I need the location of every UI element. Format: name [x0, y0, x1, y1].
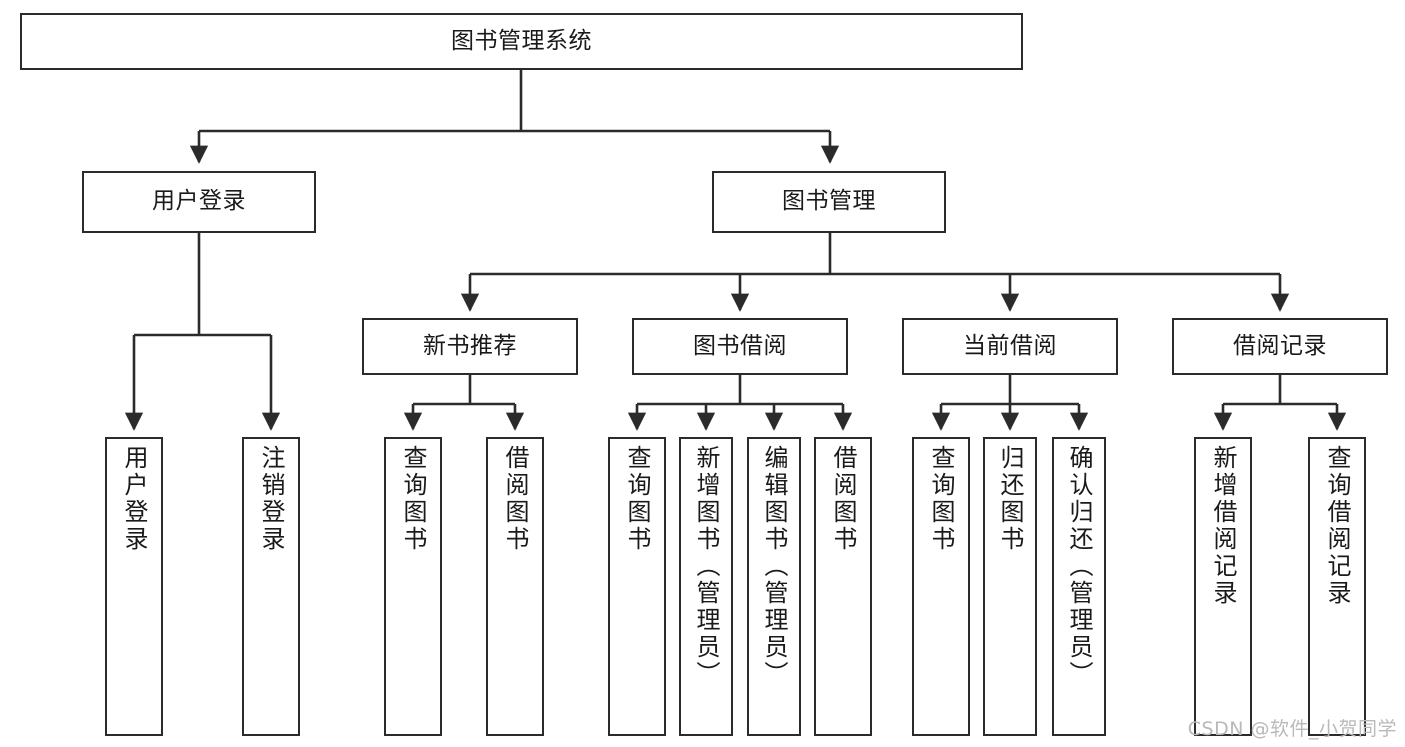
node-leaf-borrow-book-2[interactable]: 借阅图书 — [814, 437, 872, 736]
node-leaf-add-book-label: 新增图书（管理员） — [692, 445, 720, 688]
node-book-borrow-label: 图书借阅 — [693, 332, 787, 359]
node-leaf-user-login[interactable]: 用户登录 — [105, 437, 163, 736]
node-leaf-borrow-book-1-label: 借阅图书 — [501, 445, 529, 553]
node-new-book-recommend-label: 新书推荐 — [423, 332, 517, 359]
node-leaf-return-book-label: 归还图书 — [996, 445, 1024, 553]
node-root[interactable]: 图书管理系统 — [20, 13, 1023, 70]
node-leaf-confirm-return-label: 确认归还（管理员） — [1065, 445, 1093, 688]
node-leaf-query-book-3[interactable]: 查询图书 — [912, 437, 970, 736]
node-book-management[interactable]: 图书管理 — [712, 171, 946, 233]
node-book-management-label: 图书管理 — [782, 188, 876, 215]
node-book-borrow[interactable]: 图书借阅 — [632, 318, 848, 375]
node-borrow-record-label: 借阅记录 — [1233, 332, 1327, 359]
node-borrow-record[interactable]: 借阅记录 — [1172, 318, 1388, 375]
node-leaf-query-book-2-label: 查询图书 — [623, 445, 651, 553]
node-leaf-add-record-label: 新增借阅记录 — [1209, 445, 1237, 607]
node-user-login-label: 用户登录 — [152, 188, 246, 215]
node-leaf-edit-book-label: 编辑图书（管理员） — [760, 445, 788, 688]
node-current-borrow-label: 当前借阅 — [963, 332, 1057, 359]
node-leaf-logout-label: 注销登录 — [257, 445, 285, 553]
node-leaf-logout[interactable]: 注销登录 — [242, 437, 300, 736]
node-current-borrow[interactable]: 当前借阅 — [902, 318, 1118, 375]
node-leaf-user-login-label: 用户登录 — [120, 445, 148, 553]
node-leaf-query-book-1[interactable]: 查询图书 — [384, 437, 442, 736]
node-leaf-add-record[interactable]: 新增借阅记录 — [1194, 437, 1252, 736]
node-leaf-return-book[interactable]: 归还图书 — [983, 437, 1037, 736]
node-leaf-query-record[interactable]: 查询借阅记录 — [1308, 437, 1366, 736]
node-new-book-recommend[interactable]: 新书推荐 — [362, 318, 578, 375]
node-leaf-borrow-book-1[interactable]: 借阅图书 — [486, 437, 544, 736]
node-leaf-confirm-return[interactable]: 确认归还（管理员） — [1052, 437, 1106, 736]
node-user-login[interactable]: 用户登录 — [82, 171, 316, 233]
node-leaf-query-book-3-label: 查询图书 — [927, 445, 955, 553]
node-leaf-query-book-1-label: 查询图书 — [399, 445, 427, 553]
node-leaf-borrow-book-2-label: 借阅图书 — [829, 445, 857, 553]
node-leaf-edit-book[interactable]: 编辑图书（管理员） — [747, 437, 801, 736]
node-leaf-query-book-2[interactable]: 查询图书 — [608, 437, 666, 736]
node-root-label: 图书管理系统 — [451, 27, 592, 54]
node-leaf-query-record-label: 查询借阅记录 — [1323, 445, 1351, 607]
node-leaf-add-book[interactable]: 新增图书（管理员） — [679, 437, 733, 736]
